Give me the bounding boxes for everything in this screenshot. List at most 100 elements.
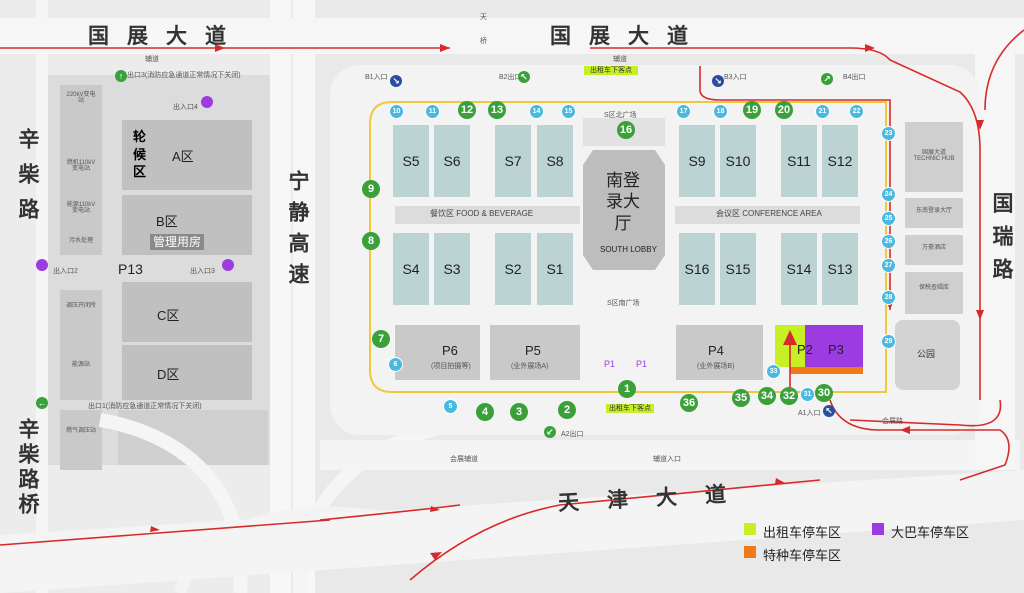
parking-p1-left[interactable]: P1 [604, 359, 616, 369]
entrance-b4[interactable]: B4出口 [843, 74, 866, 81]
parking-p5-lot [490, 325, 580, 380]
hall-s7[interactable]: S7 [495, 125, 531, 197]
gate-32[interactable]: 32 [780, 387, 798, 405]
entrance-a2-icon[interactable]: ↙ [544, 426, 556, 438]
road-huizhan-lu: 会展路 [882, 418, 903, 425]
entrance-b1[interactable]: B1入口 [365, 74, 388, 81]
road-guozhan-left: 国展大道 [88, 25, 244, 48]
right-building-1-label: 国展大道TECHNIC HUB [913, 150, 955, 162]
gate-26[interactable]: 26 [881, 234, 896, 249]
hall-s14[interactable]: S14 [781, 233, 817, 305]
gate-25[interactable]: 25 [881, 211, 896, 226]
entrance-b2-icon[interactable]: ↖ [518, 71, 530, 83]
gate-24[interactable]: 24 [881, 187, 896, 202]
hall-s2[interactable]: S2 [495, 233, 531, 305]
parking-p1-right[interactable]: P1 [636, 359, 648, 369]
gate-20[interactable]: 20 [775, 101, 793, 119]
parking-p4-sub: (业外展场B) [697, 363, 735, 370]
exit-3-label: 出口3(消防应急通道正常情况下关闭) [127, 72, 241, 79]
gate-29[interactable]: 29 [881, 334, 896, 349]
hall-s4[interactable]: S4 [393, 233, 429, 305]
entrance-b4-icon[interactable]: ↗ [821, 73, 833, 85]
gate-19[interactable]: 19 [743, 101, 761, 119]
hall-s15[interactable]: S15 [720, 233, 756, 305]
gate-27[interactable]: 27 [881, 258, 896, 273]
gate-12[interactable]: 12 [458, 101, 476, 119]
facility-block-top [60, 85, 102, 255]
hall-s16[interactable]: S16 [679, 233, 715, 305]
hall-s1[interactable]: S1 [537, 233, 573, 305]
parking-p6-lot [395, 325, 480, 380]
hall-s11[interactable]: S11 [781, 125, 817, 197]
right-building-4-label: 保税查缉库 [918, 285, 949, 291]
exit-1-icon[interactable]: ← [36, 397, 48, 409]
entrance-a1-icon[interactable]: ↖ [823, 405, 835, 417]
hall-s8[interactable]: S8 [537, 125, 573, 197]
parking-p5[interactable]: P5 [525, 343, 541, 358]
zone-a-label: A区 [172, 149, 194, 164]
taxi-drop-bottom: 出租车下客点 [606, 404, 654, 413]
entrance-b3[interactable]: B3入口 [724, 74, 747, 81]
parking-p2[interactable]: P2 [797, 342, 813, 357]
facility-3: 能源110kV变电站 [66, 202, 96, 214]
entrance-a1[interactable]: A1入口 [798, 410, 821, 417]
gate-3[interactable]: 3 [510, 403, 528, 421]
gate-11[interactable]: 11 [425, 104, 440, 119]
gate-35[interactable]: 35 [732, 389, 750, 407]
gate-30[interactable]: 30 [815, 384, 833, 402]
gate-31[interactable]: 31 [800, 387, 815, 402]
gate-1[interactable]: 1 [618, 380, 636, 398]
lobby-en: SOUTH LOBBY [600, 245, 657, 254]
hall-s13[interactable]: S13 [822, 233, 858, 305]
entrance-b2[interactable]: B2出口 [499, 74, 522, 81]
parking-p6-sub: (项目拍摄等) [431, 363, 471, 370]
entrance-b3-icon[interactable]: ↘ [712, 75, 724, 87]
gate-18[interactable]: 18 [713, 104, 728, 119]
parking-p3[interactable]: P3 [828, 342, 844, 357]
zone-b-label: B区 [156, 214, 178, 229]
gate-36[interactable]: 36 [680, 394, 698, 412]
gate-14[interactable]: 14 [529, 104, 544, 119]
hall-s10[interactable]: S10 [720, 125, 756, 197]
entry-3-label: 出入口3 [190, 268, 215, 275]
gate-9[interactable]: 9 [362, 180, 380, 198]
parking-p4[interactable]: P4 [708, 343, 724, 358]
gate-34[interactable]: 34 [758, 387, 776, 405]
gate-13[interactable]: 13 [488, 101, 506, 119]
gate-4[interactable]: 4 [476, 403, 494, 421]
gate-33[interactable]: 33 [766, 364, 781, 379]
right-building-2-label: 东南登录大厅 [915, 208, 952, 214]
taxi-drop-top: 出租车下客点 [584, 66, 638, 75]
park-block [895, 320, 960, 390]
entry-3-icon[interactable] [222, 259, 234, 271]
parking-p5-sub: (业外展场A) [511, 363, 549, 370]
gate-28[interactable]: 28 [881, 290, 896, 305]
hall-s3[interactable]: S3 [434, 233, 470, 305]
gate-2[interactable]: 2 [558, 401, 576, 419]
hall-s12[interactable]: S12 [822, 125, 858, 197]
park-label: 公园 [917, 349, 936, 359]
exit-3-icon[interactable]: ↑ [115, 70, 127, 82]
entrance-a2[interactable]: A2出口 [561, 431, 584, 438]
gate-6[interactable]: 6 [388, 357, 403, 372]
hall-s5[interactable]: S5 [393, 125, 429, 197]
entrance-b1-icon[interactable]: ↘ [390, 75, 402, 87]
gate-5[interactable]: 5 [443, 399, 458, 414]
gate-23[interactable]: 23 [881, 126, 896, 141]
entry-2-icon[interactable] [36, 259, 48, 271]
gate-17[interactable]: 17 [676, 104, 691, 119]
gate-22[interactable]: 22 [849, 104, 864, 119]
gate-15[interactable]: 15 [561, 104, 576, 119]
parking-p6[interactable]: P6 [442, 343, 458, 358]
gate-16[interactable]: 16 [617, 121, 635, 139]
south-plaza-label: S区南广场 [607, 300, 640, 307]
hall-s9[interactable]: S9 [679, 125, 715, 197]
entry-4-icon[interactable] [201, 96, 213, 108]
gate-21[interactable]: 21 [815, 104, 830, 119]
facility-6: 能源站 [71, 362, 90, 368]
right-building-3 [905, 235, 963, 265]
gate-10[interactable]: 10 [389, 104, 404, 119]
gate-8[interactable]: 8 [362, 232, 380, 250]
gate-7[interactable]: 7 [372, 330, 390, 348]
hall-s6[interactable]: S6 [434, 125, 470, 197]
